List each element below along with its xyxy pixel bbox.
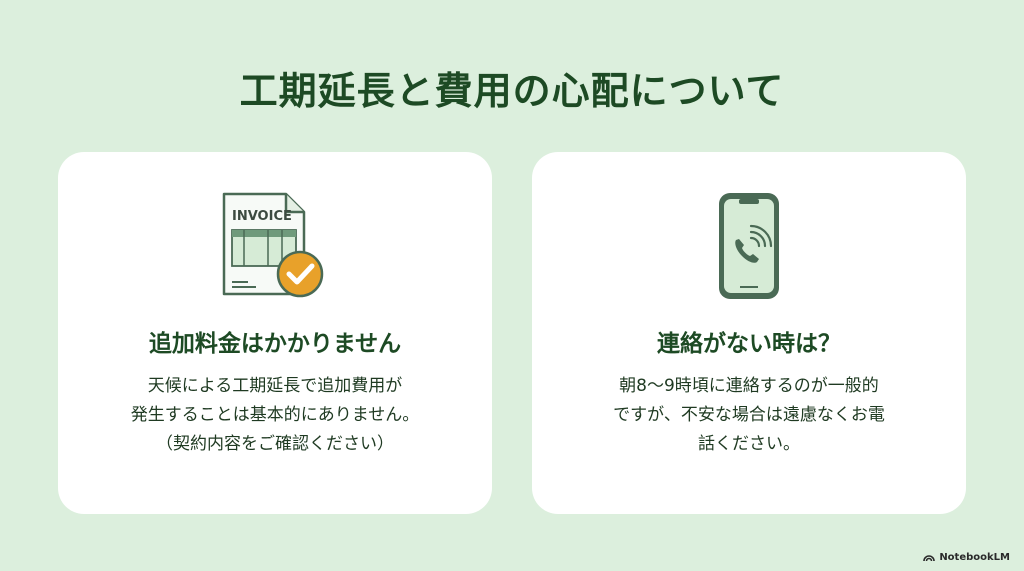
svg-text:INVOICE: INVOICE — [232, 209, 292, 224]
card-no-contact: 連絡がない時は？ 朝8〜9時頃に連絡するのが一般的 ですが、不安な場合は遠慮なく… — [532, 152, 966, 514]
invoice-check-icon: INVOICE — [216, 190, 334, 306]
page-title: 工期延長と費用の心配について — [239, 69, 785, 113]
card-heading: 連絡がない時は？ — [657, 331, 841, 357]
card-no-extra-fee: INVOICE 追加料金はかかりません 天候による工期延長で追加費用が 発生する… — [58, 152, 492, 514]
notebooklm-logo-icon — [923, 555, 936, 562]
card-description: 朝8〜9時頃に連絡するのが一般的 ですが、不安な場合は遠慮なくお電 話ください。 — [613, 376, 885, 454]
card-heading: 追加料金はかかりません — [148, 331, 402, 357]
card-description: 天候による工期延長で追加費用が 発生することは基本的にありません。 （契約内容を… — [130, 376, 420, 454]
smartphone-call-icon — [714, 190, 784, 306]
notebooklm-watermark: NotebookLM — [923, 552, 1010, 563]
